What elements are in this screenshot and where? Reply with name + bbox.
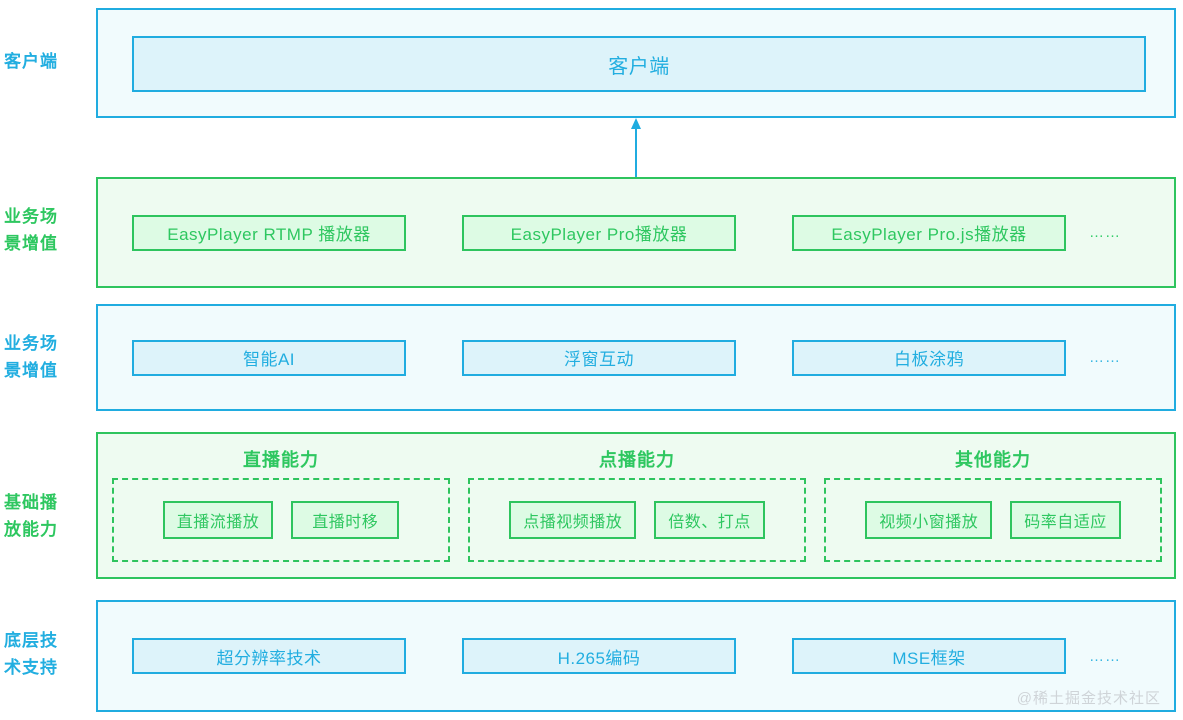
chip-group-row2: EasyPlayer RTMP 播放器 EasyPlayer Pro播放器 Ea… [132, 214, 1144, 251]
group-title-other: 其他能力 [955, 450, 1031, 470]
band-business-value-green: EasyPlayer RTMP 播放器 EasyPlayer Pro播放器 Ea… [96, 177, 1176, 288]
chip-easyplayer-rtmp[interactable]: EasyPlayer RTMP 播放器 [132, 214, 406, 251]
group-other: 其他能力 视频小窗播放 码率自适应 [824, 442, 1162, 570]
band-client: 客户端 [96, 8, 1176, 118]
chip-floating-window[interactable]: 浮窗互动 [462, 339, 736, 376]
row-label-business-value-blue: 业务场 景增值 [4, 334, 58, 380]
band-business-value-blue: 智能AI 浮窗互动 白板涂鸦 …… [96, 304, 1176, 411]
group-title-vod: 点播能力 [599, 450, 675, 470]
chip-mse-framework[interactable]: MSE框架 [792, 638, 1066, 674]
chip-h265-encoding[interactable]: H.265编码 [462, 638, 736, 674]
ellipsis-row3: …… [1089, 349, 1121, 366]
chip-group-row3: 智能AI 浮窗互动 白板涂鸦 …… [132, 339, 1144, 376]
ellipsis-row2: …… [1089, 224, 1121, 241]
row-label-business-value-green: 业务场 景增值 [4, 207, 58, 253]
chip-adaptive-bitrate[interactable]: 码率自适应 [1010, 501, 1121, 539]
capability-groups: 直播能力 直播流播放 直播时移 点播能力 点播视频播放 倍数、打点 其他能力 视… [112, 442, 1162, 570]
chip-smart-ai[interactable]: 智能AI [132, 339, 406, 376]
row-label-underlying-tech: 底层技 术支持 [4, 631, 58, 677]
arrow-up-icon [630, 118, 642, 178]
row-label-base-playback: 基础播 放能力 [4, 493, 58, 539]
group-vod: 点播能力 点播视频播放 倍数、打点 [468, 442, 806, 570]
chip-super-resolution[interactable]: 超分辨率技术 [132, 638, 406, 674]
dashed-box-live: 直播流播放 直播时移 [112, 478, 450, 562]
chip-speed-marker[interactable]: 倍数、打点 [654, 501, 765, 539]
row-label-client: 客户端 [4, 52, 58, 71]
ellipsis-row5: …… [1089, 647, 1121, 665]
chip-vod-video-playback[interactable]: 点播视频播放 [509, 501, 637, 539]
chip-client[interactable]: 客户端 [132, 36, 1146, 92]
chip-live-timeshift[interactable]: 直播时移 [291, 501, 400, 539]
chip-easyplayer-pro[interactable]: EasyPlayer Pro播放器 [462, 214, 736, 251]
chip-live-stream-playback[interactable]: 直播流播放 [162, 501, 274, 539]
chip-group-row5: 超分辨率技术 H.265编码 MSE框架 …… [132, 638, 1144, 674]
watermark: @稀土掘金技术社区 [1016, 690, 1161, 707]
group-live: 直播能力 直播流播放 直播时移 [112, 442, 450, 570]
dashed-box-other: 视频小窗播放 码率自适应 [824, 478, 1162, 562]
dashed-box-vod: 点播视频播放 倍数、打点 [468, 478, 806, 562]
chip-whiteboard[interactable]: 白板涂鸦 [792, 339, 1066, 376]
chip-easyplayer-projs[interactable]: EasyPlayer Pro.js播放器 [792, 214, 1066, 251]
band-base-playback: 直播能力 直播流播放 直播时移 点播能力 点播视频播放 倍数、打点 其他能力 视… [96, 432, 1176, 579]
group-title-live: 直播能力 [243, 450, 319, 470]
band-underlying-tech: 超分辨率技术 H.265编码 MSE框架 …… [96, 600, 1176, 712]
chip-pip-playback[interactable]: 视频小窗播放 [865, 501, 993, 539]
